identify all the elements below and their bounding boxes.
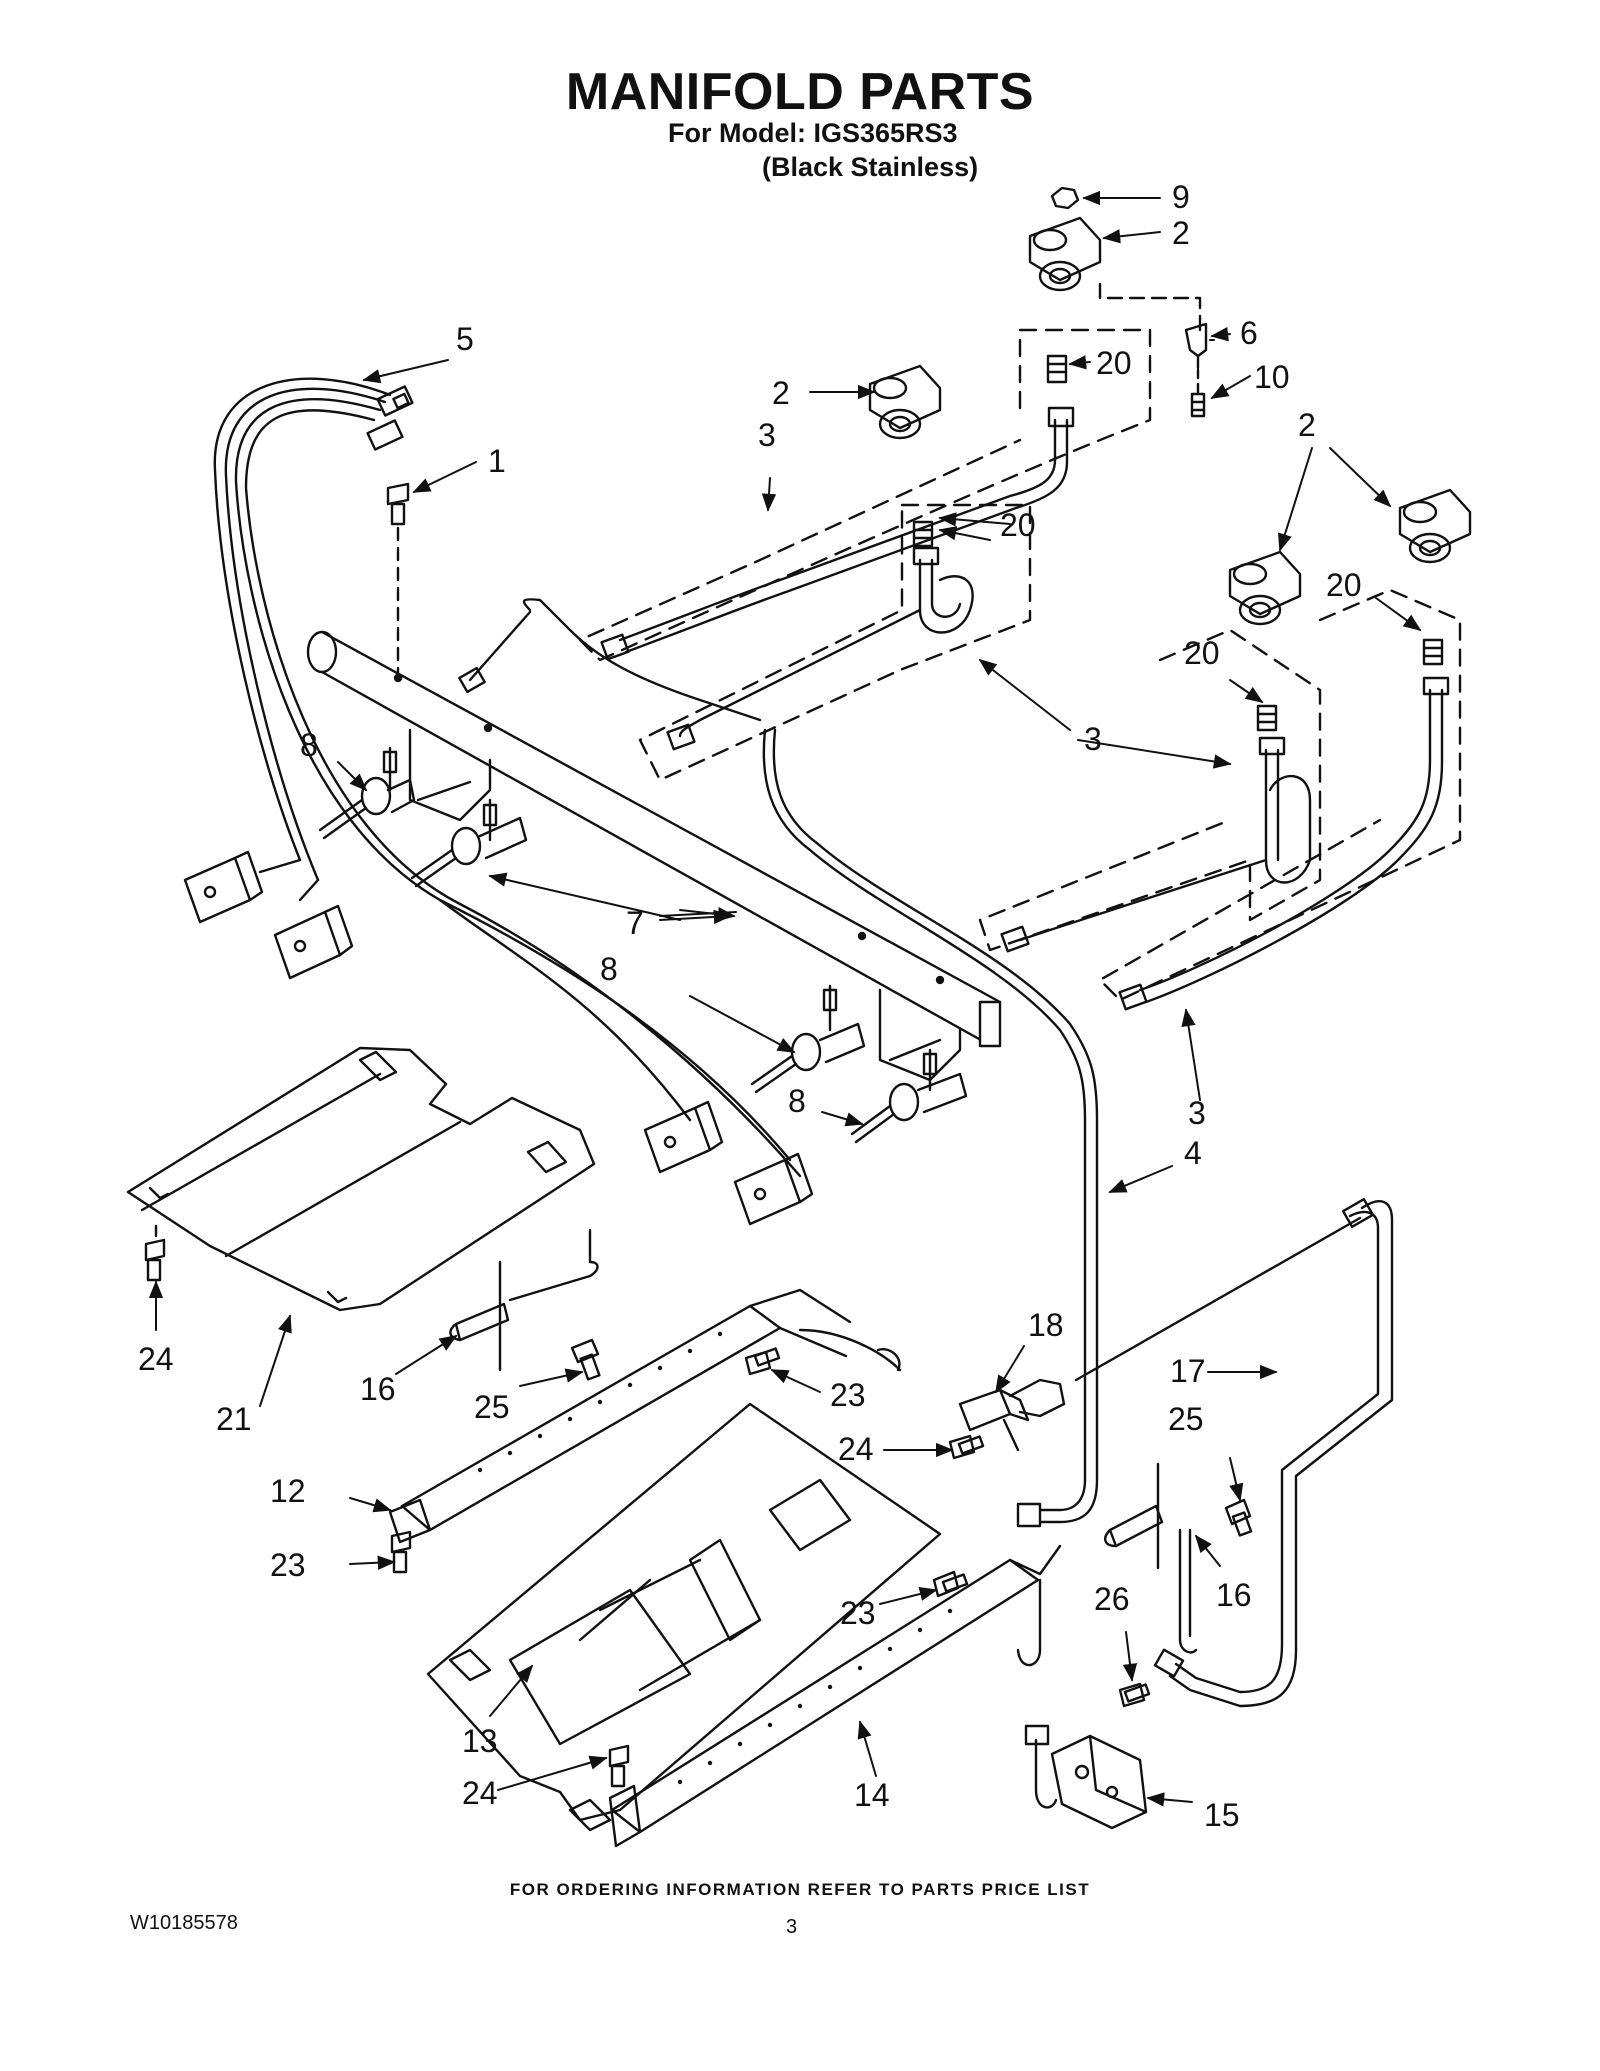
burner-baffle bbox=[426, 1402, 942, 1832]
burner-tube-2 bbox=[666, 546, 974, 751]
manifold-screw bbox=[386, 482, 410, 526]
burner-valve-2 bbox=[410, 798, 528, 888]
callout-20-c: 20 bbox=[1326, 567, 1362, 603]
screw-24-lower bbox=[608, 1744, 630, 1788]
orifice-spud-3 bbox=[1256, 704, 1278, 732]
manifold-pipe bbox=[306, 630, 1002, 1048]
callout-6: 6 bbox=[1240, 315, 1258, 351]
igniter-electrode bbox=[1184, 322, 1208, 370]
screw-23-lower bbox=[932, 1570, 969, 1598]
callout-20-d: 20 bbox=[1184, 635, 1220, 671]
burner-base-4 bbox=[1398, 488, 1472, 564]
callout-8-c: 8 bbox=[788, 1083, 806, 1119]
burner-base-top bbox=[1028, 216, 1102, 292]
bake-burner bbox=[388, 1288, 902, 1544]
electrode-screw bbox=[1190, 392, 1206, 418]
callout-23-a: 23 bbox=[830, 1377, 866, 1413]
burner-tube-3 bbox=[1000, 736, 1312, 953]
callout-3-a: 3 bbox=[758, 417, 776, 453]
manifold-bracket-left bbox=[408, 728, 492, 822]
callout-20-b: 20 bbox=[1000, 507, 1036, 543]
callout-21: 21 bbox=[216, 1401, 252, 1437]
page-number: 3 bbox=[786, 1916, 798, 1938]
gas-supply-tube bbox=[762, 728, 1099, 1528]
burner-valve-1 bbox=[318, 746, 416, 840]
burner-tube-4-dash bbox=[1098, 588, 1462, 1002]
callout-4: 4 bbox=[1184, 1135, 1202, 1171]
burner-tube-3-dash bbox=[978, 628, 1322, 952]
callout-1: 1 bbox=[488, 443, 506, 479]
burner-tube-2-dash bbox=[638, 503, 1032, 782]
screw-23-upper bbox=[744, 1347, 781, 1376]
harness-terminal-3 bbox=[643, 1100, 724, 1174]
screw-25-left bbox=[570, 1338, 601, 1381]
screw-24-mid bbox=[948, 1434, 985, 1460]
wire-harness bbox=[213, 377, 802, 1178]
igniter-assembly-right bbox=[1104, 1462, 1198, 1654]
heat-shield bbox=[126, 1046, 596, 1312]
orifice-spud-1 bbox=[1046, 354, 1068, 384]
manifold-bracket-right bbox=[878, 988, 962, 1082]
orifice-spud-4 bbox=[1422, 638, 1444, 666]
finish-line: (Black Stainless) bbox=[762, 152, 979, 182]
callout-2-b: 2 bbox=[772, 375, 790, 411]
callout-20-a: 20 bbox=[1096, 345, 1132, 381]
callout-8-a: 8 bbox=[300, 727, 318, 763]
callout-12: 12 bbox=[270, 1473, 306, 1509]
callout-5: 5 bbox=[456, 321, 474, 357]
callout-24-b: 24 bbox=[838, 1431, 874, 1467]
harness-terminal-1 bbox=[183, 850, 264, 924]
screw-26 bbox=[1118, 1682, 1151, 1708]
model-line: For Model: IGS365RS3 bbox=[668, 118, 958, 148]
burner-base-3 bbox=[1228, 550, 1302, 626]
callout-16-a: 16 bbox=[360, 1371, 396, 1407]
manifold-end-tube bbox=[458, 598, 762, 722]
burner-tube-1-dash bbox=[578, 328, 1152, 662]
burner-tube-4 bbox=[1118, 676, 1450, 1011]
document-number: W10185578 bbox=[130, 1912, 238, 1934]
oven-safety-valve bbox=[1024, 1724, 1148, 1830]
igniter-assembly-left bbox=[449, 1228, 599, 1372]
orifice-holder bbox=[958, 1378, 1066, 1452]
callout-16-b: 16 bbox=[1216, 1577, 1252, 1613]
burner-valve-3 bbox=[750, 984, 866, 1094]
callout-24-a: 24 bbox=[138, 1341, 174, 1377]
broil-burner bbox=[608, 1544, 1062, 1848]
callout-25-b: 25 bbox=[1168, 1401, 1204, 1437]
callout-26: 26 bbox=[1094, 1581, 1130, 1617]
callout-18: 18 bbox=[1028, 1307, 1064, 1343]
callout-23-b: 23 bbox=[270, 1547, 306, 1583]
callout-23-c: 23 bbox=[840, 1595, 876, 1631]
callout-2-top: 2 bbox=[1172, 215, 1190, 251]
callout-25-a: 25 bbox=[474, 1389, 510, 1425]
ordering-note: FOR ORDERING INFORMATION REFER TO PARTS … bbox=[509, 1880, 1091, 1899]
callout-15: 15 bbox=[1204, 1797, 1240, 1833]
callout-3-b: 3 bbox=[1084, 721, 1102, 757]
callout-labels: 9 2 6 10 20 2 3 5 1 2 20 20 20 3 8 7 8 8… bbox=[138, 179, 1362, 1833]
harness-terminal-4 bbox=[733, 1152, 814, 1226]
callout-13: 13 bbox=[462, 1723, 498, 1759]
harness-terminal-2 bbox=[273, 904, 354, 980]
burner-base-2 bbox=[868, 364, 942, 440]
page-title: MANIFOLD PARTS bbox=[565, 63, 1035, 121]
oven-supply-tube bbox=[1074, 1198, 1394, 1708]
callout-17: 17 bbox=[1170, 1353, 1206, 1389]
burner-valve-4 bbox=[850, 1048, 968, 1144]
callout-9: 9 bbox=[1172, 179, 1190, 215]
top-base-dash bbox=[1098, 282, 1202, 338]
callout-24-c: 24 bbox=[462, 1775, 498, 1811]
orifice-spud-2 bbox=[912, 520, 934, 548]
callout-14: 14 bbox=[854, 1777, 890, 1813]
screw-24-left bbox=[144, 1238, 166, 1282]
callout-10: 10 bbox=[1254, 359, 1290, 395]
screw-25-right bbox=[1224, 1498, 1253, 1537]
callout-7: 7 bbox=[626, 905, 644, 941]
callout-2-c: 2 bbox=[1298, 407, 1316, 443]
hex-nut bbox=[1050, 186, 1080, 210]
callout-8-b: 8 bbox=[600, 951, 618, 987]
callout-3-c: 3 bbox=[1188, 1095, 1206, 1131]
callout-arrows bbox=[148, 190, 1422, 1807]
